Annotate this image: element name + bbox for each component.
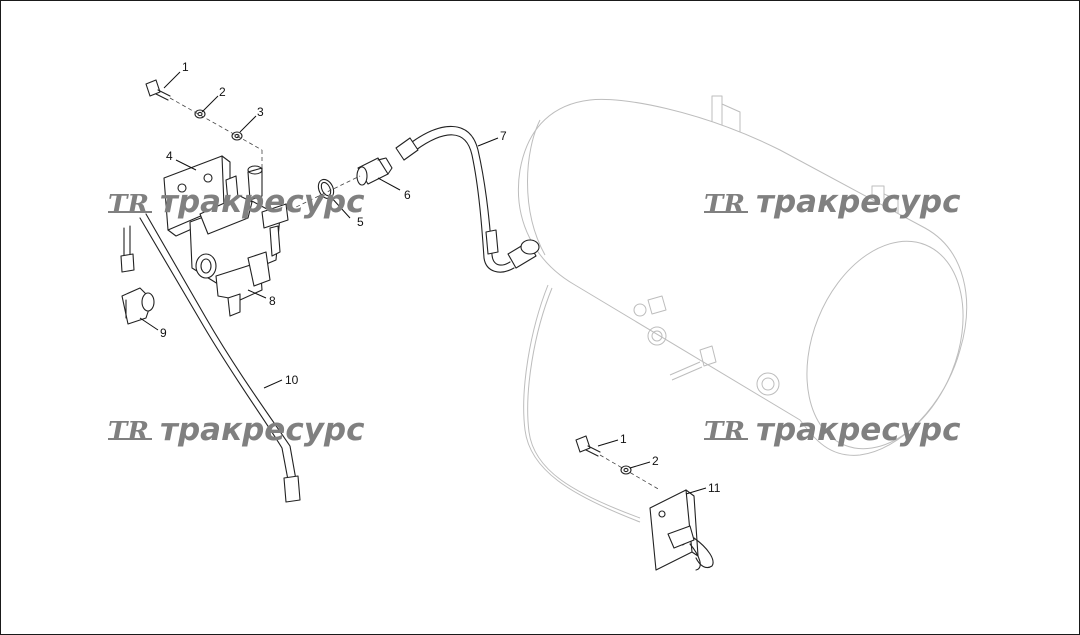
callout-1-upper: 1	[182, 60, 189, 74]
watermark-text: тракресурс	[160, 184, 365, 220]
watermark-bottom-right: TR тракресурс	[704, 412, 961, 448]
watermark-logo: TR	[108, 190, 149, 220]
part-11-bracket	[649, 489, 714, 571]
part-6-connector	[356, 157, 393, 186]
watermark-top-left: TR тракресурс	[108, 184, 365, 220]
part-5-seal-ring	[317, 178, 335, 200]
watermark-text: тракресурс	[160, 412, 365, 448]
part-1-bolt-lower	[575, 435, 601, 457]
air-tank	[517, 95, 968, 523]
watermark-logo: TR	[704, 417, 745, 447]
callout-10: 10	[285, 373, 299, 387]
watermark-logo: TR	[704, 190, 745, 220]
part-1-bolt-upper	[145, 79, 171, 101]
watermark-logo: TR	[108, 417, 149, 447]
watermark-top-right: TR тракресурс	[704, 184, 961, 220]
callout-11: 11	[708, 481, 721, 495]
watermark-bottom-left: TR тракресурс	[108, 412, 365, 448]
callout-7: 7	[500, 129, 507, 143]
callout-4: 4	[166, 149, 173, 163]
watermark-text: тракресурс	[756, 184, 961, 220]
callout-8: 8	[269, 294, 276, 308]
callout-1-lower: 1	[620, 432, 627, 446]
leaders	[139, 71, 707, 495]
part-2-washer-lower	[620, 465, 632, 475]
watermark-text: тракресурс	[756, 412, 961, 448]
callout-3: 3	[257, 105, 264, 119]
part-8-valve	[189, 165, 289, 317]
part-7-hose	[395, 125, 540, 273]
callout-2-lower: 2	[652, 454, 659, 468]
callout-labels: 1 2 3 4 5 6 7 8 9 10 1 2 11	[160, 60, 721, 495]
callout-9: 9	[160, 326, 167, 340]
callout-5: 5	[357, 215, 364, 229]
callout-2-upper: 2	[219, 85, 226, 99]
callout-6: 6	[404, 188, 411, 202]
part-9-elbow	[121, 287, 155, 325]
part-10-pipe	[120, 213, 301, 503]
